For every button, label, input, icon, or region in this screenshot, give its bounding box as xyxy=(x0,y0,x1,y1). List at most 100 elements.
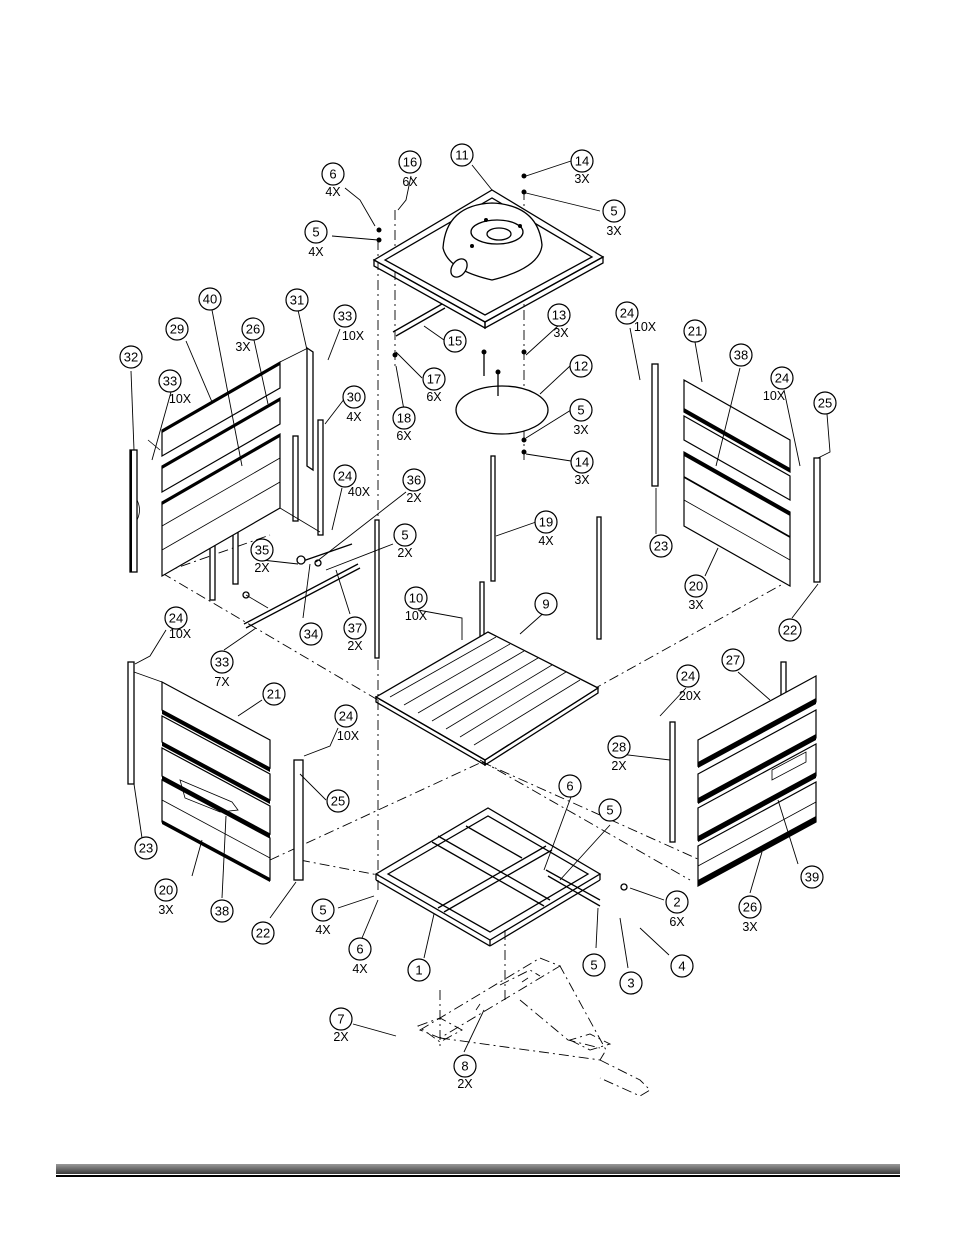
callout-c5c: 53X xyxy=(569,398,593,437)
callout-circle xyxy=(615,301,639,325)
callout-circle xyxy=(570,450,594,474)
callout-c9: 9 xyxy=(534,592,558,616)
callout-c5e: 5 xyxy=(598,798,622,822)
callout-quantity: 4X xyxy=(308,245,324,259)
leader-lines xyxy=(130,160,831,1053)
callout-circle xyxy=(251,921,275,945)
floor-panel xyxy=(374,631,600,767)
callout-number: 27 xyxy=(726,653,740,668)
callout-circle xyxy=(304,220,328,244)
callout-number: 8 xyxy=(461,1059,468,1074)
callout-circle xyxy=(684,574,708,598)
callout-circle xyxy=(670,954,694,978)
callout-circle xyxy=(443,329,467,353)
callout-quantity: 6X xyxy=(402,175,418,189)
callout-number: 5 xyxy=(319,903,326,918)
callout-number: 26 xyxy=(743,900,757,915)
callout-quantity: 3X xyxy=(573,423,589,437)
callout-circle xyxy=(165,317,189,341)
callout-number: 17 xyxy=(427,372,441,387)
callout-circle xyxy=(333,304,357,328)
callout-number: 23 xyxy=(654,539,668,554)
callout-number: 25 xyxy=(331,794,345,809)
callout-c1: 1 xyxy=(407,958,431,982)
callout-c23a: 23 xyxy=(649,534,673,558)
callout-circle xyxy=(453,1054,477,1078)
callout-number: 29 xyxy=(170,322,184,337)
callout-circle xyxy=(547,303,571,327)
callout-number: 32 xyxy=(124,350,138,365)
callout-c7: 72X xyxy=(329,1007,353,1044)
callout-c5f: 54X xyxy=(311,898,335,937)
callout-circle xyxy=(343,616,367,640)
callout-circle xyxy=(321,162,345,186)
callout-number: 24 xyxy=(339,709,353,724)
callout-quantity: 3X xyxy=(158,903,174,917)
callout-c22b: 22 xyxy=(251,921,275,945)
callout-quantity: 3X xyxy=(235,340,251,354)
callout-number: 24 xyxy=(620,306,634,321)
callout-quantity: 7X xyxy=(214,675,230,689)
callout-quantity: 20X xyxy=(679,689,702,703)
callout-number: 18 xyxy=(397,411,411,426)
callout-circle xyxy=(329,1007,353,1031)
callout-number: 5 xyxy=(590,958,597,973)
callout-number: 2 xyxy=(673,895,680,910)
callout-c32: 32 xyxy=(119,345,143,369)
callout-circle xyxy=(119,345,143,369)
callout-quantity: 6X xyxy=(669,915,685,929)
callout-number: 23 xyxy=(139,841,153,856)
callout-circle xyxy=(800,865,824,889)
callout-number: 16 xyxy=(403,155,417,170)
callout-c29: 29 xyxy=(165,317,189,341)
callout-circle xyxy=(210,650,234,674)
callout-quantity: 3X xyxy=(553,326,569,340)
callout-circle xyxy=(250,538,274,562)
callout-circle xyxy=(285,288,309,312)
callout-quantity: 3X xyxy=(688,598,704,612)
callout-quantity: 2X xyxy=(611,759,627,773)
callout-c21b: 21 xyxy=(262,682,286,706)
callout-number: 4 xyxy=(678,959,685,974)
callout-circle xyxy=(598,798,622,822)
callout-number: 20 xyxy=(159,883,173,898)
callout-c25a: 25 xyxy=(813,391,837,415)
callout-circle xyxy=(582,953,606,977)
callout-quantity: 3X xyxy=(574,473,590,487)
callout-circle xyxy=(262,682,286,706)
callout-quantity: 2X xyxy=(333,1030,349,1044)
callout-c5g: 5 xyxy=(582,953,606,977)
top-cap-assembly xyxy=(372,189,605,337)
callout-circle xyxy=(738,895,762,919)
base-frame xyxy=(374,807,628,947)
callout-number: 40 xyxy=(203,292,217,307)
callout-c34: 34 xyxy=(299,622,323,646)
callout-c6b: 6 xyxy=(558,774,582,798)
callout-circle xyxy=(422,367,446,391)
callout-circle xyxy=(392,406,416,430)
callout-quantity: 10X xyxy=(405,609,428,623)
callout-quantity: 10X xyxy=(634,320,657,334)
callout-quantity: 2X xyxy=(406,491,422,505)
callout-circle xyxy=(558,774,582,798)
callout-circle xyxy=(402,468,426,492)
callout-number: 10 xyxy=(409,591,423,606)
callout-number: 38 xyxy=(734,348,748,363)
callout-quantity: 4X xyxy=(346,410,362,424)
callout-number: 1 xyxy=(415,963,422,978)
callout-number: 33 xyxy=(338,309,352,324)
callout-quantity: 3X xyxy=(742,920,758,934)
callout-circle xyxy=(778,618,802,642)
callout-circle xyxy=(569,398,593,422)
